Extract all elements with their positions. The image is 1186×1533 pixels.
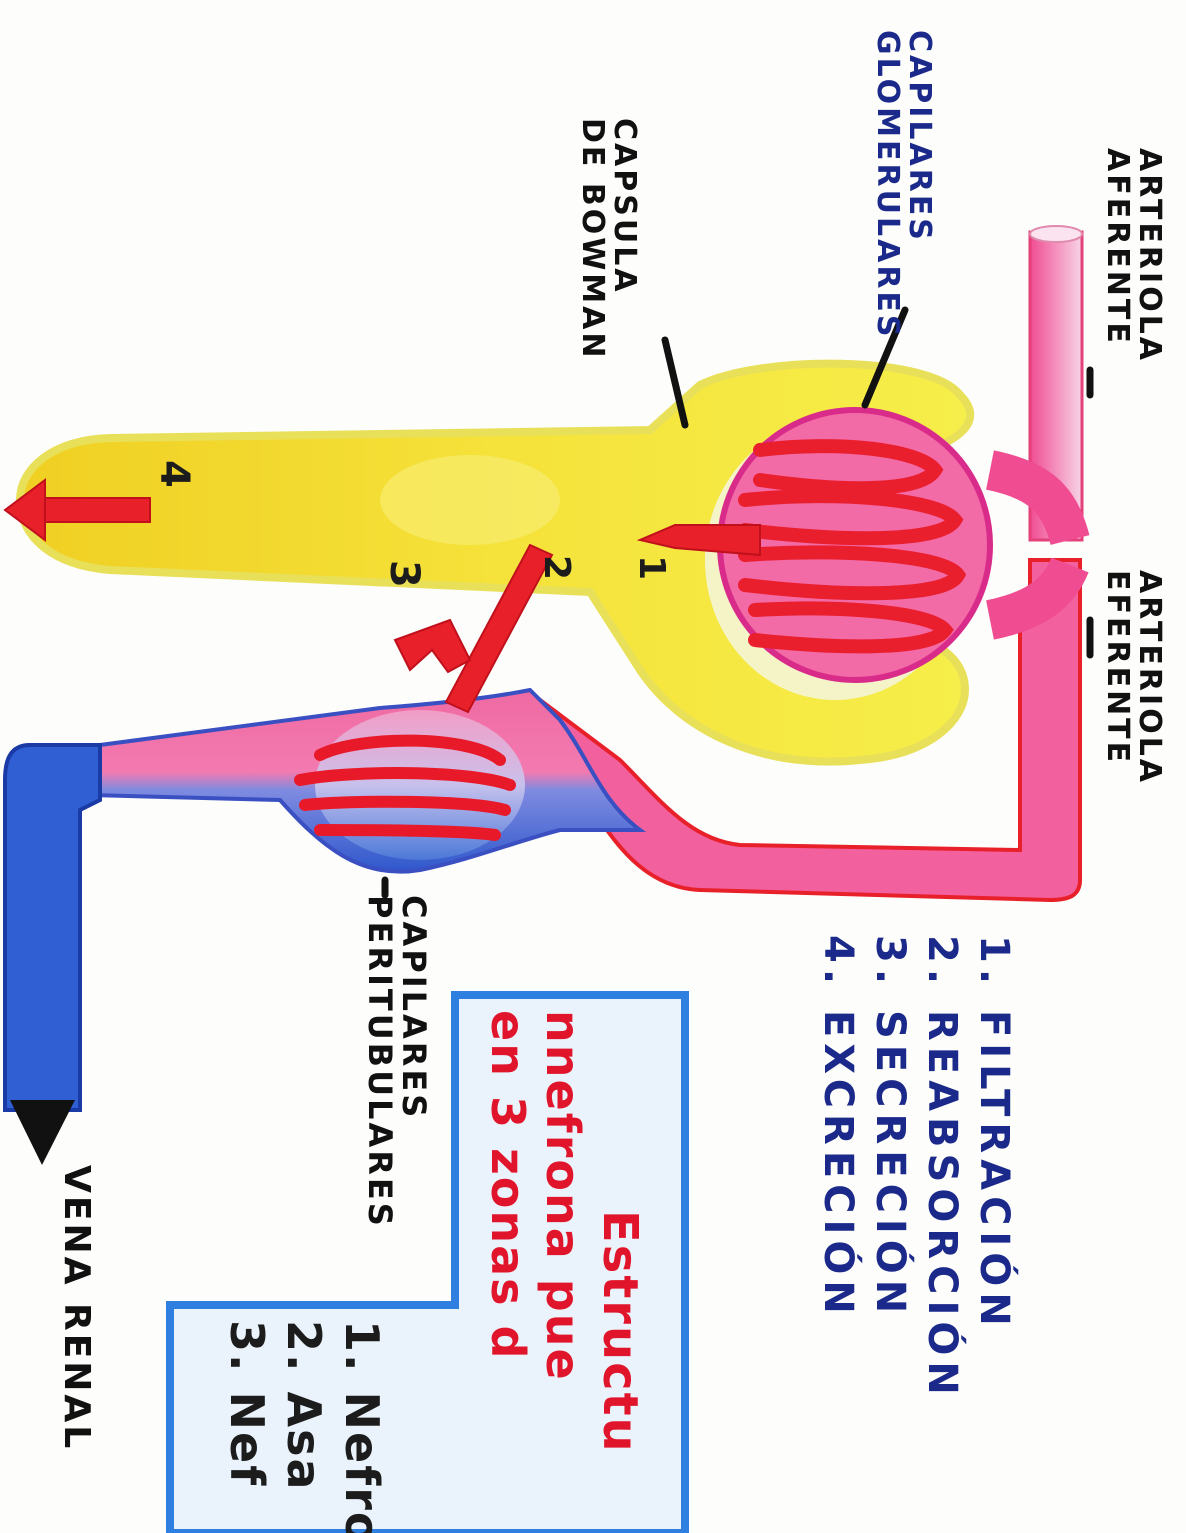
label-vena-renal: VENA RENAL [57,1165,95,1451]
label-capsula-bowman: CAPSULA DE BOWMAN [577,118,640,360]
label-capilares-peri-word: CAPILARES [396,895,430,1229]
note-item-3: 3. Nef [218,1320,276,1533]
process-excrecion: 4. EXCRECIÓN [812,935,864,1401]
note-line-2: nnefrona pue [535,1010,590,1382]
label-glomerulares-word: GLOMERULARES [872,30,904,340]
process-reabsorcion: 2. REABSORCIÓN [916,935,968,1401]
label-arteriola-eferente-word1: ARTERIOLA [1134,570,1166,785]
label-capilares-glomerulares: CAPILARES GLOMERULARES [872,30,935,340]
label-capilares-peritubulares: CAPILARES PERITUBULARES [363,895,430,1229]
label-peritubulares-word: PERITUBULARES [363,895,397,1229]
note-item-2: 2. Asa [275,1320,333,1533]
label-capilares-word: CAPILARES [904,30,936,340]
note-item-1: 1. Nefro [333,1320,391,1533]
peritubular-capillaries [30,690,640,872]
step-number-1: 1 [632,555,670,583]
note-items: 1. Nefro 2. Asa 3. Nef [218,1320,391,1533]
label-eferente-word: EFERENTE [1102,570,1134,785]
label-capsula-word: CAPSULA [609,118,641,360]
process-filtracion: 1. FILTRACIÓN [968,935,1020,1401]
note-body: nnefrona pue en 3 zonas d [480,1010,590,1382]
step-number-4: 4 [153,460,195,491]
note-line-1: Estructu [590,1210,650,1454]
step-number-2: 2 [537,555,575,583]
label-arteriola-eferente: ARTERIOLA EFERENTE [1102,570,1165,785]
label-arteriola-word: ARTERIOLA [1134,148,1166,363]
label-arteriola-aferente: ARTERIOLA AFERENTE [1102,148,1165,363]
note-line-3: en 3 zonas d [480,1010,535,1382]
note-heading: Estructu [590,1210,650,1454]
process-list: 1. FILTRACIÓN 2. REABSORCIÓN 3. SECRECIÓ… [812,935,1020,1401]
process-secrecion: 3. SECRECIÓN [864,935,916,1401]
label-aferente-word: AFERENTE [1102,148,1134,363]
renal-vein [5,745,100,1165]
label-de-bowman-word: DE BOWMAN [577,118,609,360]
label-vena-renal-text: VENA RENAL [57,1165,95,1451]
step-number-3: 3 [383,560,425,591]
